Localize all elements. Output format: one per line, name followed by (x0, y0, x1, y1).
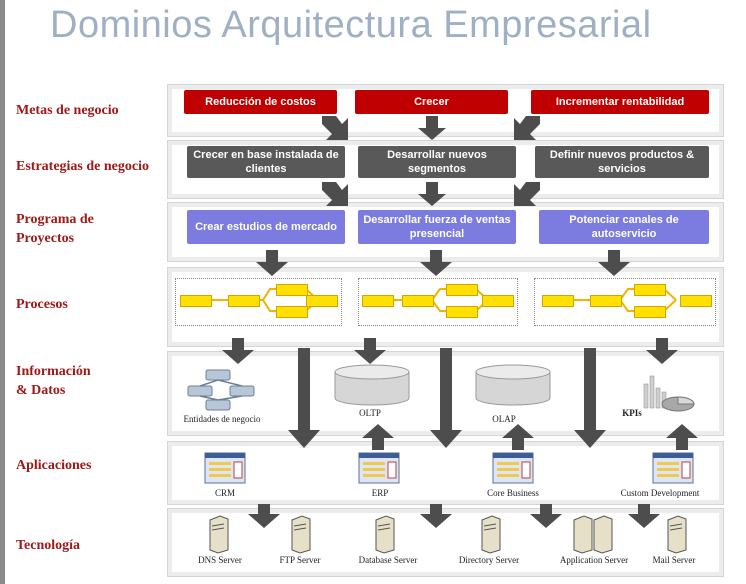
server-icon (667, 515, 687, 554)
process-step (228, 295, 260, 307)
server-icon (375, 515, 395, 554)
label-core-business: Core Business (487, 488, 539, 498)
network-entities-icon (187, 369, 255, 411)
arrow-down (248, 504, 280, 528)
label-kpis: KPIs (622, 408, 642, 418)
kpi-chart-icon (643, 375, 695, 412)
arrow-down (514, 116, 540, 140)
goal-box-crecer: Crecer (355, 90, 508, 114)
process-step (276, 306, 308, 318)
label-application-server: Application Server (559, 555, 629, 565)
arrow-down (530, 504, 562, 528)
process-step (446, 284, 478, 296)
arrow-down (574, 348, 606, 448)
arrow-down (288, 348, 320, 448)
goal-box-reduccion: Reducción de costos (184, 90, 337, 114)
layer-label-programa: Programa de Proyectos (16, 212, 94, 246)
arrow-up (362, 424, 394, 450)
arrow-down (354, 338, 386, 364)
label-erp: ERP (371, 488, 389, 498)
label-directory-server: Directory Server (458, 555, 520, 565)
arrow-down (628, 504, 660, 528)
database-olap-icon (475, 364, 551, 406)
goal-box-rentabilidad: Incrementar rentabilidad (531, 90, 709, 114)
project-box-estudios: Crear estudios de mercado (187, 210, 345, 244)
process-step (306, 295, 338, 307)
arrow-down (514, 182, 540, 206)
arrow-down (598, 250, 630, 276)
label-database-server: Database Server (358, 555, 418, 565)
process-step (402, 295, 434, 307)
page-title: Dominios Arquitectura Empresarial (50, 4, 652, 46)
arrow-down (418, 182, 446, 206)
process-step (482, 295, 514, 307)
app-window-custom-icon (652, 452, 694, 484)
arrow-down (322, 116, 348, 140)
app-window-erp-icon (358, 452, 400, 484)
server-icon (481, 515, 501, 554)
server-pair-icon (573, 515, 613, 554)
strategy-box-nuevos-segmentos: Desarrollar nuevos segmentos (358, 146, 516, 178)
process-step (590, 295, 622, 307)
layer-label-procesos: Procesos (16, 297, 68, 312)
label-crm: CRM (214, 488, 235, 498)
strategy-box-base-instalada: Crecer en base instalada de clientes (187, 146, 345, 178)
arrow-down (418, 116, 446, 140)
layer-label-tecnologia: Tecnología (16, 538, 81, 553)
left-edge-bar (0, 0, 5, 584)
process-step (276, 284, 308, 296)
process-step (634, 306, 666, 318)
project-box-fuerza-ventas: Desarrollar fuerza de ventas presencial (358, 210, 516, 244)
database-oltp-icon (334, 364, 410, 406)
label-custom-development: Custom Development (620, 488, 700, 498)
app-window-crm-icon (204, 452, 246, 484)
layer-label-aplicaciones: Aplicaciones (16, 458, 92, 473)
label-olap: OLAP (492, 414, 516, 424)
arrow-down (646, 338, 678, 364)
arrow-down (420, 504, 452, 528)
layer-label-metas: Metas de negocio (16, 103, 119, 118)
arrow-up (666, 424, 698, 450)
label-dns-server: DNS Server (198, 555, 242, 565)
process-step (180, 295, 212, 307)
label-entidades: Entidades de negocio (183, 414, 261, 424)
process-step (362, 295, 394, 307)
layer-label-estrategias: Estrategias de negocio (16, 159, 149, 174)
layer-label-informacion: Información & Datos (16, 364, 91, 398)
server-icon (209, 515, 229, 554)
label-mail-server: Mail Server (652, 555, 696, 565)
server-icon (291, 515, 311, 554)
process-step (680, 295, 712, 307)
process-step (634, 284, 666, 296)
arrow-down (420, 250, 452, 276)
arrow-down (256, 250, 288, 276)
arrow-down (430, 348, 462, 448)
process-step (542, 295, 574, 307)
arrow-up (502, 424, 534, 450)
app-window-core-icon (492, 452, 534, 484)
label-oltp: OLTP (359, 408, 381, 418)
process-step (446, 306, 478, 318)
strategy-box-nuevos-productos: Definir nuevos productos & servicios (535, 146, 709, 178)
project-box-autoservicio: Potenciar canales de autoservicio (539, 210, 709, 244)
arrow-down (222, 338, 254, 364)
arrow-down (322, 182, 348, 206)
label-ftp-server: FTP Server (279, 555, 321, 565)
